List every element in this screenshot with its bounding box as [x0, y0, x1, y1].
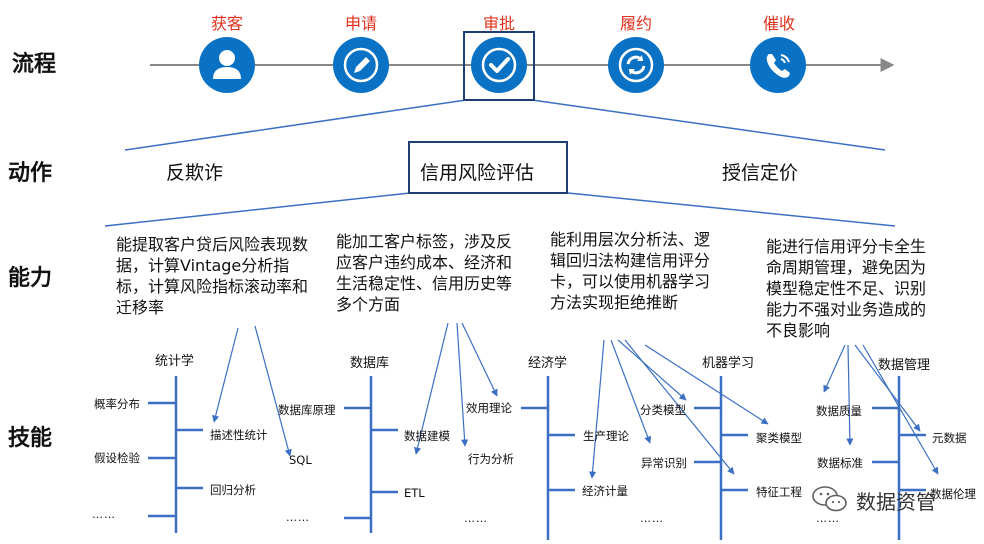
funnel-line-right-2	[567, 192, 896, 227]
skill-metadata: 元数据	[932, 431, 967, 445]
phone-icon	[750, 37, 806, 93]
skill-group-title-ml: 机器学习	[702, 356, 755, 371]
skill-sql: SQL	[289, 453, 312, 467]
tree-dm	[872, 376, 926, 540]
skill-clustering-model: 聚类模型	[756, 431, 802, 445]
skill-utility-theory: 效用理论	[466, 401, 512, 415]
wechat-icon	[810, 484, 850, 518]
action-credit-pricing: 授信定价	[722, 162, 799, 184]
skill-group-title-econ: 经济学	[528, 356, 568, 371]
step-label-apply: 申请	[344, 14, 377, 33]
skill-probability-distribution: 概率分布	[94, 397, 140, 411]
row-label-capability: 能力	[8, 266, 53, 291]
row-label-skill: 技能	[8, 426, 53, 451]
row-label-action: 动作	[8, 161, 53, 186]
row-label-process: 流程	[12, 52, 57, 77]
skill-group-title-dm: 数据管理	[878, 358, 931, 373]
skill-more-econ: ……	[464, 512, 488, 525]
step-label-collect: 催收	[762, 14, 795, 33]
skill-production-theory: 生产理论	[583, 429, 629, 443]
step-label-approve: 审批	[482, 14, 515, 33]
skill-data-quality: 数据质量	[816, 404, 862, 418]
skill-database-principles: 数据库原理	[278, 403, 336, 417]
skill-group-title-stats: 统计学	[155, 354, 195, 369]
tree-db	[344, 376, 398, 533]
funnel-line-left-2	[104, 192, 411, 227]
skill-regression-analysis: 回归分析	[210, 483, 256, 497]
tree-stats	[148, 376, 203, 533]
skill-more-dm: ……	[816, 512, 840, 525]
skill-feature-engineering: 特征工程	[756, 485, 802, 499]
action-anti-fraud: 反欺诈	[166, 162, 224, 184]
skill-classification-model: 分类模型	[640, 403, 686, 417]
capability-text-2: 能加工客户标签，涉及反应客户违约成本、经济和生活稳定性、信用历史等多个方面	[336, 232, 513, 314]
skill-data-standards: 数据标准	[817, 456, 863, 470]
skill-descriptive-statistics: 描述性统计	[210, 428, 268, 442]
refresh-icon	[608, 37, 664, 93]
credit-risk-highlight-box	[408, 141, 568, 194]
skill-econometrics: 经济计量	[582, 484, 628, 498]
skill-arrows	[212, 322, 939, 479]
step-label-acquire: 获客	[210, 14, 243, 33]
capability-text-4: 能进行信用评分卡全生命周期管理，避免因为模型稳定性不足、识别能力不强对业务造成的…	[766, 237, 927, 340]
pencil-icon	[333, 37, 389, 93]
check-icon	[471, 37, 527, 93]
capability-text-3: 能利用层次分析法、逻辑回归法构建信用评分卡，可以使用机器学习方法实现拒绝推断	[550, 230, 711, 312]
capability-text-1: 能提取客户贷后风险表现数据，计算Vintage分析指标，计算风险指标滚动率和迁移…	[116, 235, 309, 317]
skill-behavior-analysis: 行为分析	[468, 452, 514, 466]
action-credit-risk-assessment: 信用风险评估	[420, 162, 535, 184]
skill-data-ethics: 数据伦理	[930, 487, 976, 501]
watermark-text: 数据资管	[856, 490, 936, 514]
step-label-perform: 履约	[619, 14, 652, 33]
skill-group-title-db: 数据库	[350, 356, 390, 371]
approve-highlight-box	[463, 31, 535, 101]
skill-more-db: ……	[286, 511, 310, 524]
skill-data-modeling: 数据建模	[404, 429, 450, 443]
skill-more-ml: ……	[640, 512, 664, 525]
tree-econ	[521, 376, 575, 540]
funnel-line-right	[531, 99, 886, 151]
skill-more-stats: ……	[92, 508, 116, 521]
person-icon	[199, 37, 255, 93]
skill-hypothesis-testing: 假设检验	[94, 451, 140, 465]
skill-etl: ETL	[404, 486, 425, 500]
skill-anomaly-detection: 异常识别	[641, 456, 687, 470]
funnel-line-left	[124, 99, 467, 151]
